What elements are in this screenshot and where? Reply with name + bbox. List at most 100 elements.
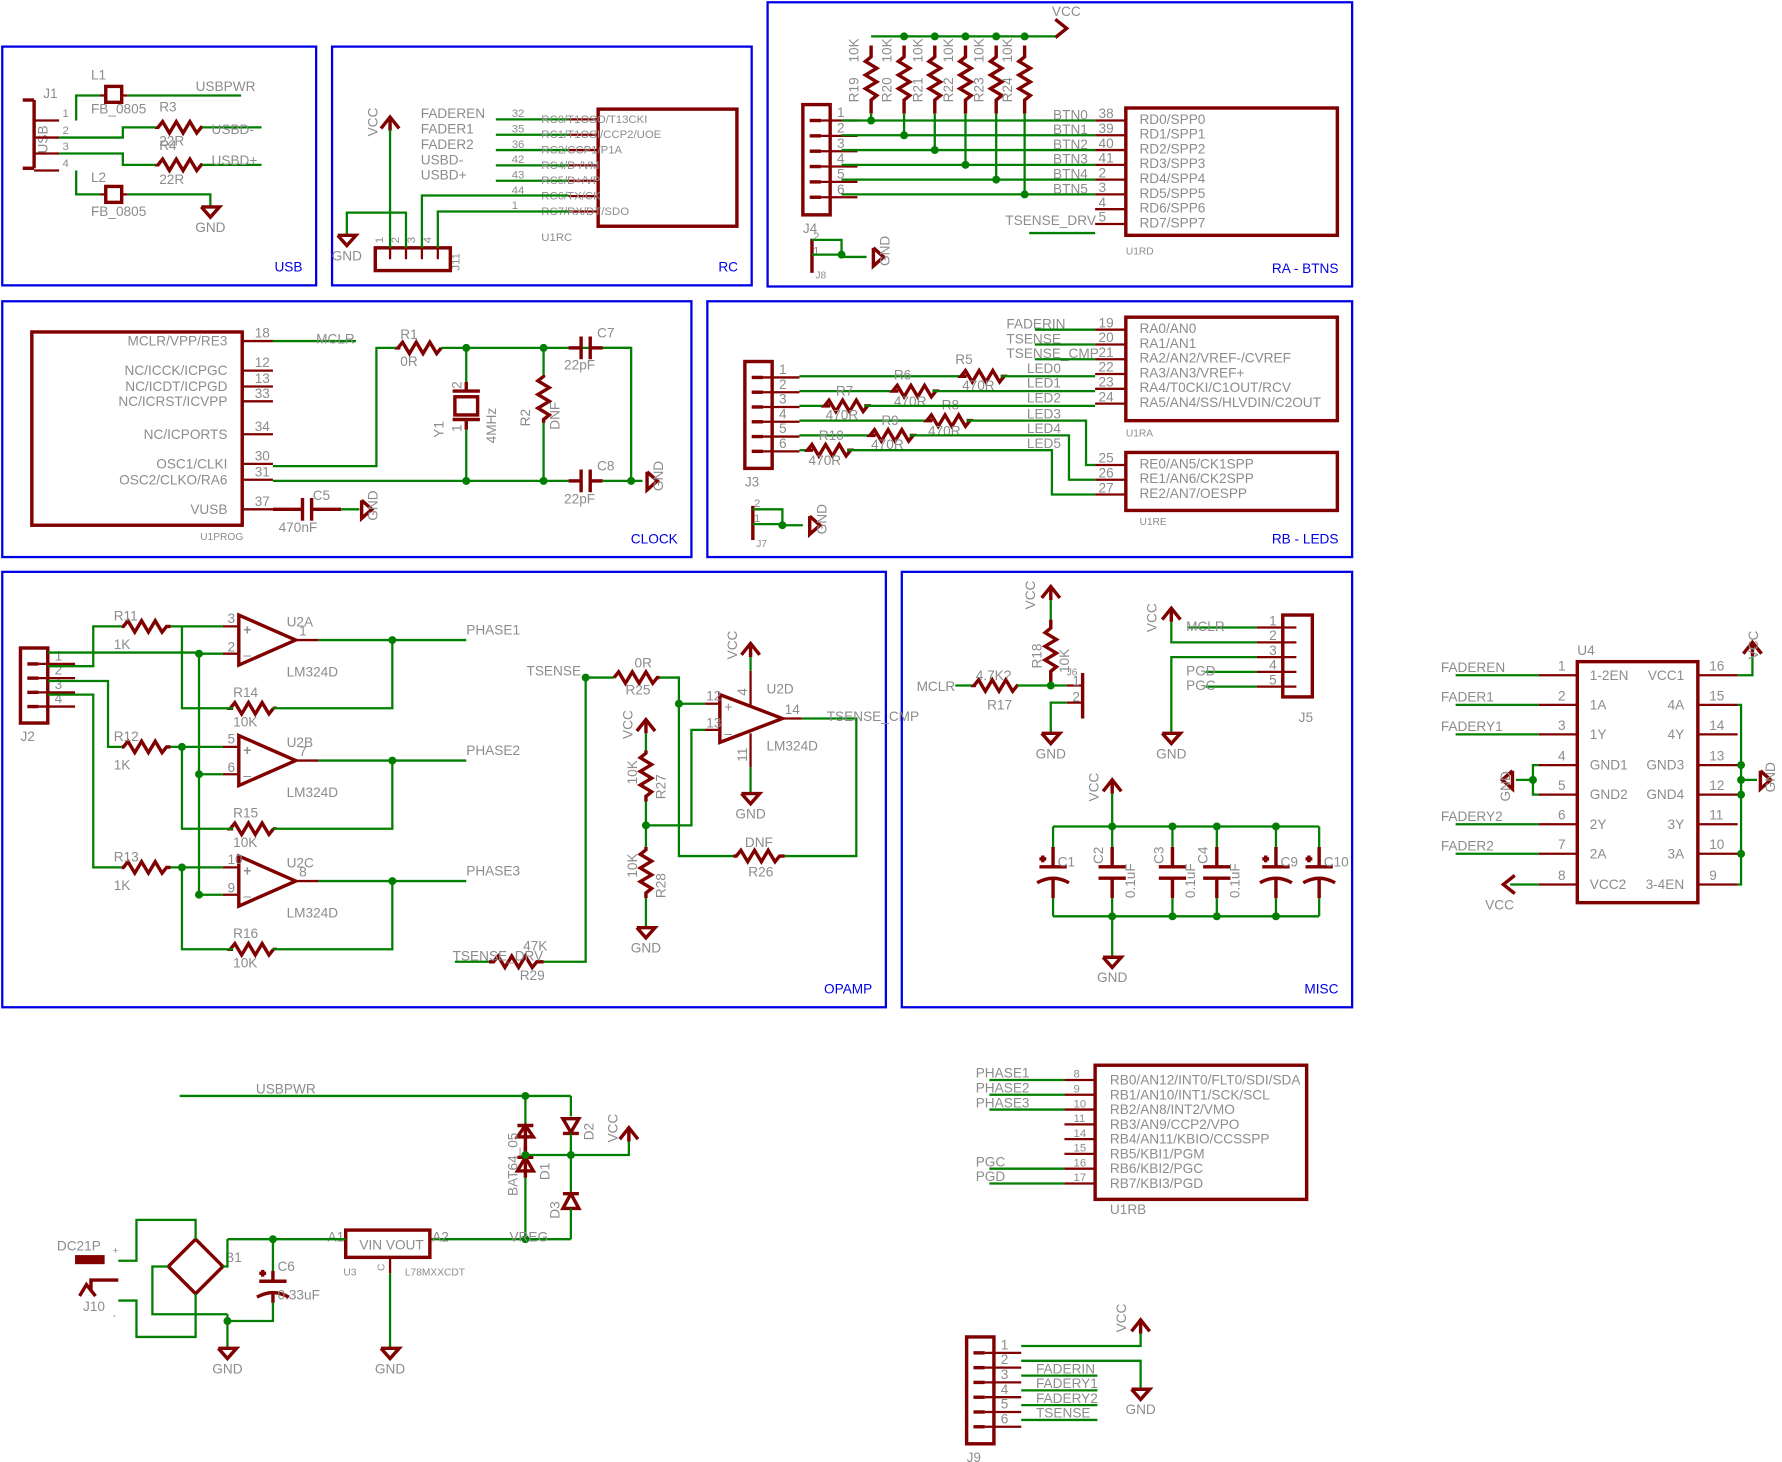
- frame-title: CLOCK: [631, 531, 678, 546]
- vcc-label: VCC: [1746, 630, 1761, 659]
- pin-number: 41: [1099, 151, 1114, 166]
- ref-R26: R26: [748, 865, 773, 880]
- net-phase: PHASE2: [466, 743, 520, 758]
- net-label: FADER2: [1441, 838, 1494, 853]
- net-mclr: MCLR: [316, 331, 355, 346]
- pin-function: RC2/CCP1/P1A: [541, 144, 622, 156]
- pin-function: RB5/KBI1/PGM: [1110, 1146, 1205, 1161]
- cap-ref: C10: [1324, 854, 1349, 869]
- gnd-label: GND: [1036, 746, 1066, 761]
- pin-function: 3Y: [1668, 817, 1685, 832]
- cap-ref: C2: [1091, 847, 1106, 864]
- u4-section: U411-2ENFADEREN21AFADER131YFADERY14GND15…: [1441, 630, 1778, 912]
- pin-number: 4: [837, 151, 845, 166]
- ref-R27: R27: [653, 774, 668, 799]
- ref-D3: D3: [548, 1201, 563, 1218]
- junction-dot: [992, 32, 1001, 41]
- chip-U4: [1575, 659, 1700, 905]
- wire: [118, 1293, 197, 1339]
- pin-function: RD4/SPP4: [1139, 171, 1205, 186]
- resistor-ref: R9: [881, 413, 898, 428]
- resistor-symbol: [957, 367, 1008, 386]
- frame-rb_leds: RB - LEDS: [706, 300, 1354, 559]
- pin-number: 1: [754, 513, 760, 525]
- pin-number: 39: [1099, 121, 1114, 136]
- pin-function: RE2/AN7/OESPP: [1139, 486, 1247, 501]
- j9-section: 123456J9VCCGNDFADERINFADERY1FADERY2TSENS…: [964, 1303, 1156, 1462]
- net-label: FADERY1: [1441, 719, 1503, 734]
- wire: [645, 728, 706, 827]
- value-R27: 10K: [625, 760, 640, 784]
- pin-function: OSC1/CLKI: [156, 456, 227, 471]
- ref-R25: R25: [625, 683, 650, 698]
- ref-C7: C7: [597, 326, 614, 341]
- pin-function: RD7/SPP7: [1139, 215, 1205, 230]
- wire: [47, 679, 122, 749]
- net-label: TSENSE: [1006, 331, 1061, 346]
- ref-Y1: Y1: [432, 421, 447, 438]
- opamp-symbol: [237, 732, 300, 789]
- pin-number: 5: [227, 732, 235, 747]
- opamp-part: LM324D: [287, 664, 339, 679]
- junction-dot: [1108, 822, 1117, 831]
- resistor-value: 10K: [972, 38, 987, 62]
- pin-number: 9: [1074, 1084, 1080, 1096]
- pin-number: 18: [255, 326, 270, 341]
- pin-number: 3: [837, 136, 845, 151]
- opamp-section: 1234J2TSENSE_CMPTSENSE0RR25DNFR26VCC10KR…: [18, 625, 919, 983]
- ref-L2: L2: [91, 170, 106, 185]
- resistor-value: 10K: [880, 38, 895, 62]
- net-label: TSENSE: [1036, 1406, 1091, 1421]
- sheet-frame: [1, 45, 318, 287]
- net-label: PGD: [976, 1169, 1006, 1184]
- net-vreg: VREG: [509, 1229, 548, 1244]
- opamp-symbol: [237, 853, 300, 909]
- wire: [272, 879, 394, 951]
- wire: [1049, 701, 1067, 734]
- pin-number: 40: [1099, 136, 1115, 151]
- pin-number: 2: [227, 639, 235, 654]
- gnd-icon: [871, 246, 887, 270]
- value-C7: 22pF: [564, 357, 595, 372]
- pin-number: 1: [779, 362, 787, 377]
- part-jack: DC21P: [57, 1239, 101, 1254]
- wire: [180, 626, 234, 710]
- pin-number: 2: [55, 663, 63, 678]
- pin-number: 30: [255, 448, 271, 463]
- resistor-symbol: [862, 45, 881, 114]
- resistor-symbol: [733, 847, 785, 866]
- pin-function: RC7/RX/DT/SDO: [541, 206, 629, 218]
- cap-plate-curved: [256, 1290, 290, 1299]
- pin-number: 4: [1269, 658, 1277, 673]
- resistor-value: 470R: [809, 453, 842, 468]
- pin-function: RB6/KBI2/PGC: [1110, 1161, 1203, 1176]
- net-label: FADER1: [421, 122, 474, 137]
- wire: [436, 210, 569, 248]
- wire: [127, 193, 212, 207]
- pin-number: 7: [1558, 837, 1566, 852]
- gnd-icon: [807, 514, 823, 539]
- net-tsense: TSENSE: [527, 663, 582, 678]
- ref-J6: J6: [1067, 667, 1078, 678]
- pin-function: VCC2: [1590, 877, 1626, 892]
- regulator-U3: [344, 1228, 432, 1260]
- value-R2: DNF: [548, 402, 563, 430]
- cap-value: 0.1uF: [1123, 863, 1138, 898]
- sheet-frame: [1, 570, 888, 1009]
- pin-number: 12: [255, 355, 270, 370]
- chip-name: U1RC: [541, 232, 572, 244]
- net-label: PHASE1: [976, 1066, 1030, 1081]
- net-pgc: PGC: [1186, 678, 1216, 693]
- net-tsense-cmp: TSENSE_CMP: [827, 709, 919, 724]
- junction-dot: [1046, 681, 1055, 690]
- frame-title: RC: [718, 260, 738, 275]
- crystal-Y1: [453, 395, 480, 417]
- resistor-ref: R7: [836, 384, 853, 399]
- net-label: BTN5: [1053, 181, 1088, 196]
- resistor-ref: R24: [1000, 77, 1015, 102]
- pin-number: 15: [1709, 688, 1724, 703]
- pin-function: RD2/SPP2: [1139, 141, 1205, 156]
